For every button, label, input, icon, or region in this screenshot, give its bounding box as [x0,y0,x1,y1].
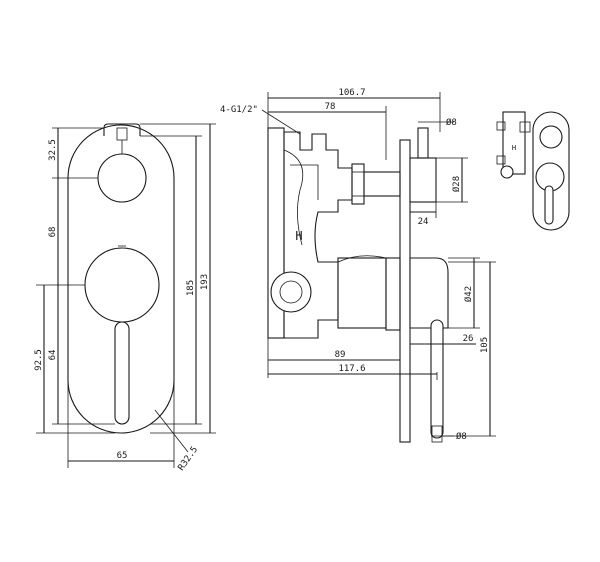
dim-front-height-inner: 185 [186,280,196,296]
front-dims-left: 32.5 68 92.5 64 [34,127,115,434]
iso-valve-body [502,111,526,175]
iso-body-marking: H [512,144,516,152]
side-view: H [267,127,449,443]
dim-front-radius: R32.5 [176,445,200,473]
side-lever-tip [431,425,443,443]
dim-side-depth-89: 89 [335,350,346,360]
dim-front-lever: 64 [48,350,58,361]
dim-side-pin-top: Ø8 [446,117,457,128]
side-stem-upper [363,171,401,197]
side-dims-right: Ø28 24 Ø42 105 26 Ø8 [409,157,496,442]
front-lever [114,321,130,425]
front-knob-small [97,153,147,203]
front-plate [67,124,175,434]
dim-front-mid: 68 [48,227,58,238]
side-cover-plate [399,139,411,443]
dim-side-lever-drop: 105 [480,337,490,353]
side-body-inner [290,164,319,200]
side-dims-top: 106.7 78 4-G1/2" Ø8 [220,88,457,160]
front-dims-bottom: 65 R32.5 [67,380,200,473]
dim-front-height-outer: 193 [200,274,210,290]
dim-front-lower: 92.5 [34,349,44,371]
dim-side-handle-dia: Ø42 [463,286,474,302]
dim-side-thread: 4-G1/2" [220,105,258,115]
side-cartridge-ring [385,257,401,331]
dim-side-knob-len: 24 [418,217,429,227]
dim-side-knob-dia: Ø28 [451,176,462,192]
isometric-thumbnail: H [496,111,570,231]
front-knob-large [84,247,160,323]
dim-side-depth-117: 117.6 [338,364,365,374]
side-cartridge-cap [337,255,387,263]
dim-front-width: 65 [117,451,128,461]
side-handle-knob [409,257,449,329]
side-outlet-port-inner [279,280,303,304]
dim-side-total-depth: 106.7 [338,88,365,98]
side-dims-bottom: 89 117.6 [267,330,438,380]
side-knob-small [409,157,437,203]
dim-side-pin-bottom: Ø8 [456,431,467,442]
front-view [67,123,175,434]
front-top-boss [103,123,141,136]
side-knob-pin [417,127,429,159]
dim-side-body-depth: 78 [325,102,336,112]
side-body-curve [283,149,304,246]
side-cartridge [337,257,387,329]
dim-side-handle-len: 26 [463,334,474,344]
iso-knob-small [539,125,563,149]
front-pin [116,127,128,141]
side-body-marking: H [295,229,302,243]
iso-lever [544,185,554,225]
side-nut [351,163,365,205]
dim-front-top: 32.5 [48,139,58,161]
side-outlet-port [270,271,312,313]
front-dims-right: 185 193 [140,123,216,434]
